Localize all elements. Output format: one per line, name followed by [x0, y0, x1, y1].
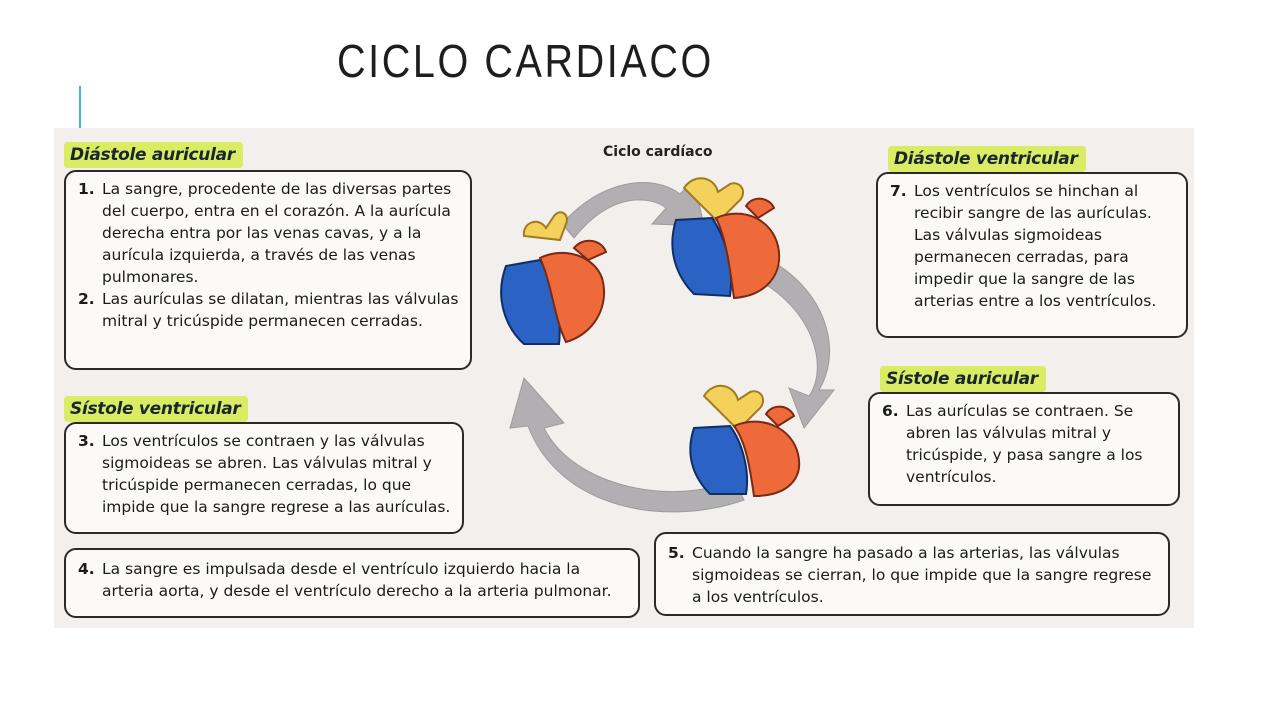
- center-title: Ciclo cardíaco: [603, 144, 713, 160]
- step-7: 7. Los ventrículos se hinchan al recibir…: [890, 182, 1157, 310]
- step-3: 3. Los ventrículos se contraen y las vál…: [78, 432, 451, 516]
- heart-diastole-ventricular-illustration: [671, 177, 781, 300]
- step-5: 5. Cuando la sangre ha pasado a las arte…: [668, 544, 1152, 606]
- cardiac-cycle-figure: Ciclo cardíaco Diástole auricular 1. La …: [54, 128, 1194, 628]
- step-6: 6. Las aurículas se contraen. Se abren l…: [882, 402, 1143, 486]
- heart-diastole-auricular-illustration: [500, 211, 608, 345]
- box-sistole-ventricular: 3. Los ventrículos se contraen y las vál…: [64, 422, 464, 534]
- tag-diastole-auricular: Diástole auricular: [64, 142, 243, 168]
- box-sistole-auricular: 6. Las aurículas se contraen. Se abren l…: [868, 392, 1180, 506]
- slide-title: CICLO CARDIACO: [337, 35, 714, 87]
- box-step-5: 5. Cuando la sangre ha pasado a las arte…: [654, 532, 1170, 616]
- box-diastole-auricular: 1. La sangre, procedente de las diversas…: [64, 170, 472, 370]
- tag-diastole-ventricular: Diástole ventricular: [888, 146, 1086, 172]
- step-2: 2. Las aurículas se dilatan, mientras la…: [78, 290, 459, 330]
- cycle-illustration: [500, 177, 836, 513]
- box-step-4: 4. La sangre es impulsada desde el ventr…: [64, 548, 640, 618]
- step-4: 4. La sangre es impulsada desde el ventr…: [78, 560, 612, 600]
- step-1: 1. La sangre, procedente de las diversas…: [78, 180, 452, 286]
- tag-sistole-auricular: Sístole auricular: [880, 366, 1046, 392]
- heart-sistole-auricular-illustration: [689, 385, 801, 498]
- tag-sistole-ventricular: Sístole ventricular: [64, 396, 249, 422]
- title-accent-line: [79, 86, 81, 130]
- box-diastole-ventricular: 7. Los ventrículos se hinchan al recibir…: [876, 172, 1188, 338]
